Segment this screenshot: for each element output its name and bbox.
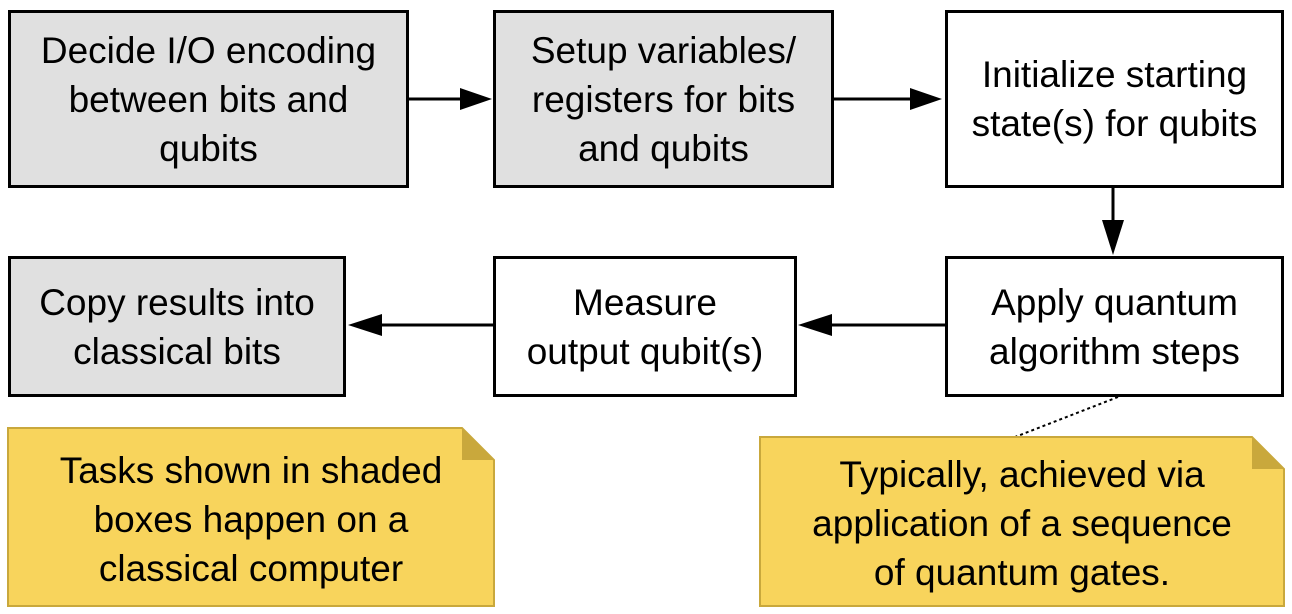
note-shaded-legend-text: Tasks shown in shaded boxes happen on a … (59, 449, 443, 589)
step-setup-registers: Setup variables/ registers for bits and … (493, 10, 834, 188)
arrow-measure-to-copy (348, 314, 493, 336)
step-apply-label: Apply quantum algorithm steps (989, 281, 1240, 372)
step-measure-label: Measure output qubit(s) (526, 281, 764, 372)
note-shape-gates (759, 436, 1285, 607)
step-copy-results: Copy results into classical bits (8, 256, 346, 397)
step-setup-label: Setup variables/ registers for bits and … (530, 29, 797, 169)
arrow-setup-to-initialize (834, 88, 942, 110)
dotted-note-connector (1014, 396, 1119, 438)
step-initialize-label: Initialize starting state(s) for qubits (971, 54, 1258, 144)
step-decide-label: Decide I/O encoding between bits and qub… (40, 29, 377, 169)
step-decide-io-encoding: Decide I/O encoding between bits and qub… (8, 10, 409, 188)
note-quantum-gates: Typically, achieved via application of a… (760, 441, 1284, 606)
note-shape-shaded-legend (7, 427, 495, 607)
arrow-initialize-to-apply (1102, 188, 1124, 255)
arrow-decide-to-setup (409, 88, 492, 110)
step-measure-output: Measure output qubit(s) (493, 256, 797, 397)
note-quantum-gates-text: Typically, achieved via application of a… (812, 454, 1232, 593)
arrow-apply-to-measure (798, 314, 945, 336)
note-shaded-legend: Tasks shown in shaded boxes happen on a … (8, 432, 494, 606)
step-initialize-state: Initialize starting state(s) for qubits (945, 10, 1284, 188)
step-apply-quantum-algorithm: Apply quantum algorithm steps (945, 256, 1284, 397)
step-copy-label: Copy results into classical bits (39, 281, 315, 372)
